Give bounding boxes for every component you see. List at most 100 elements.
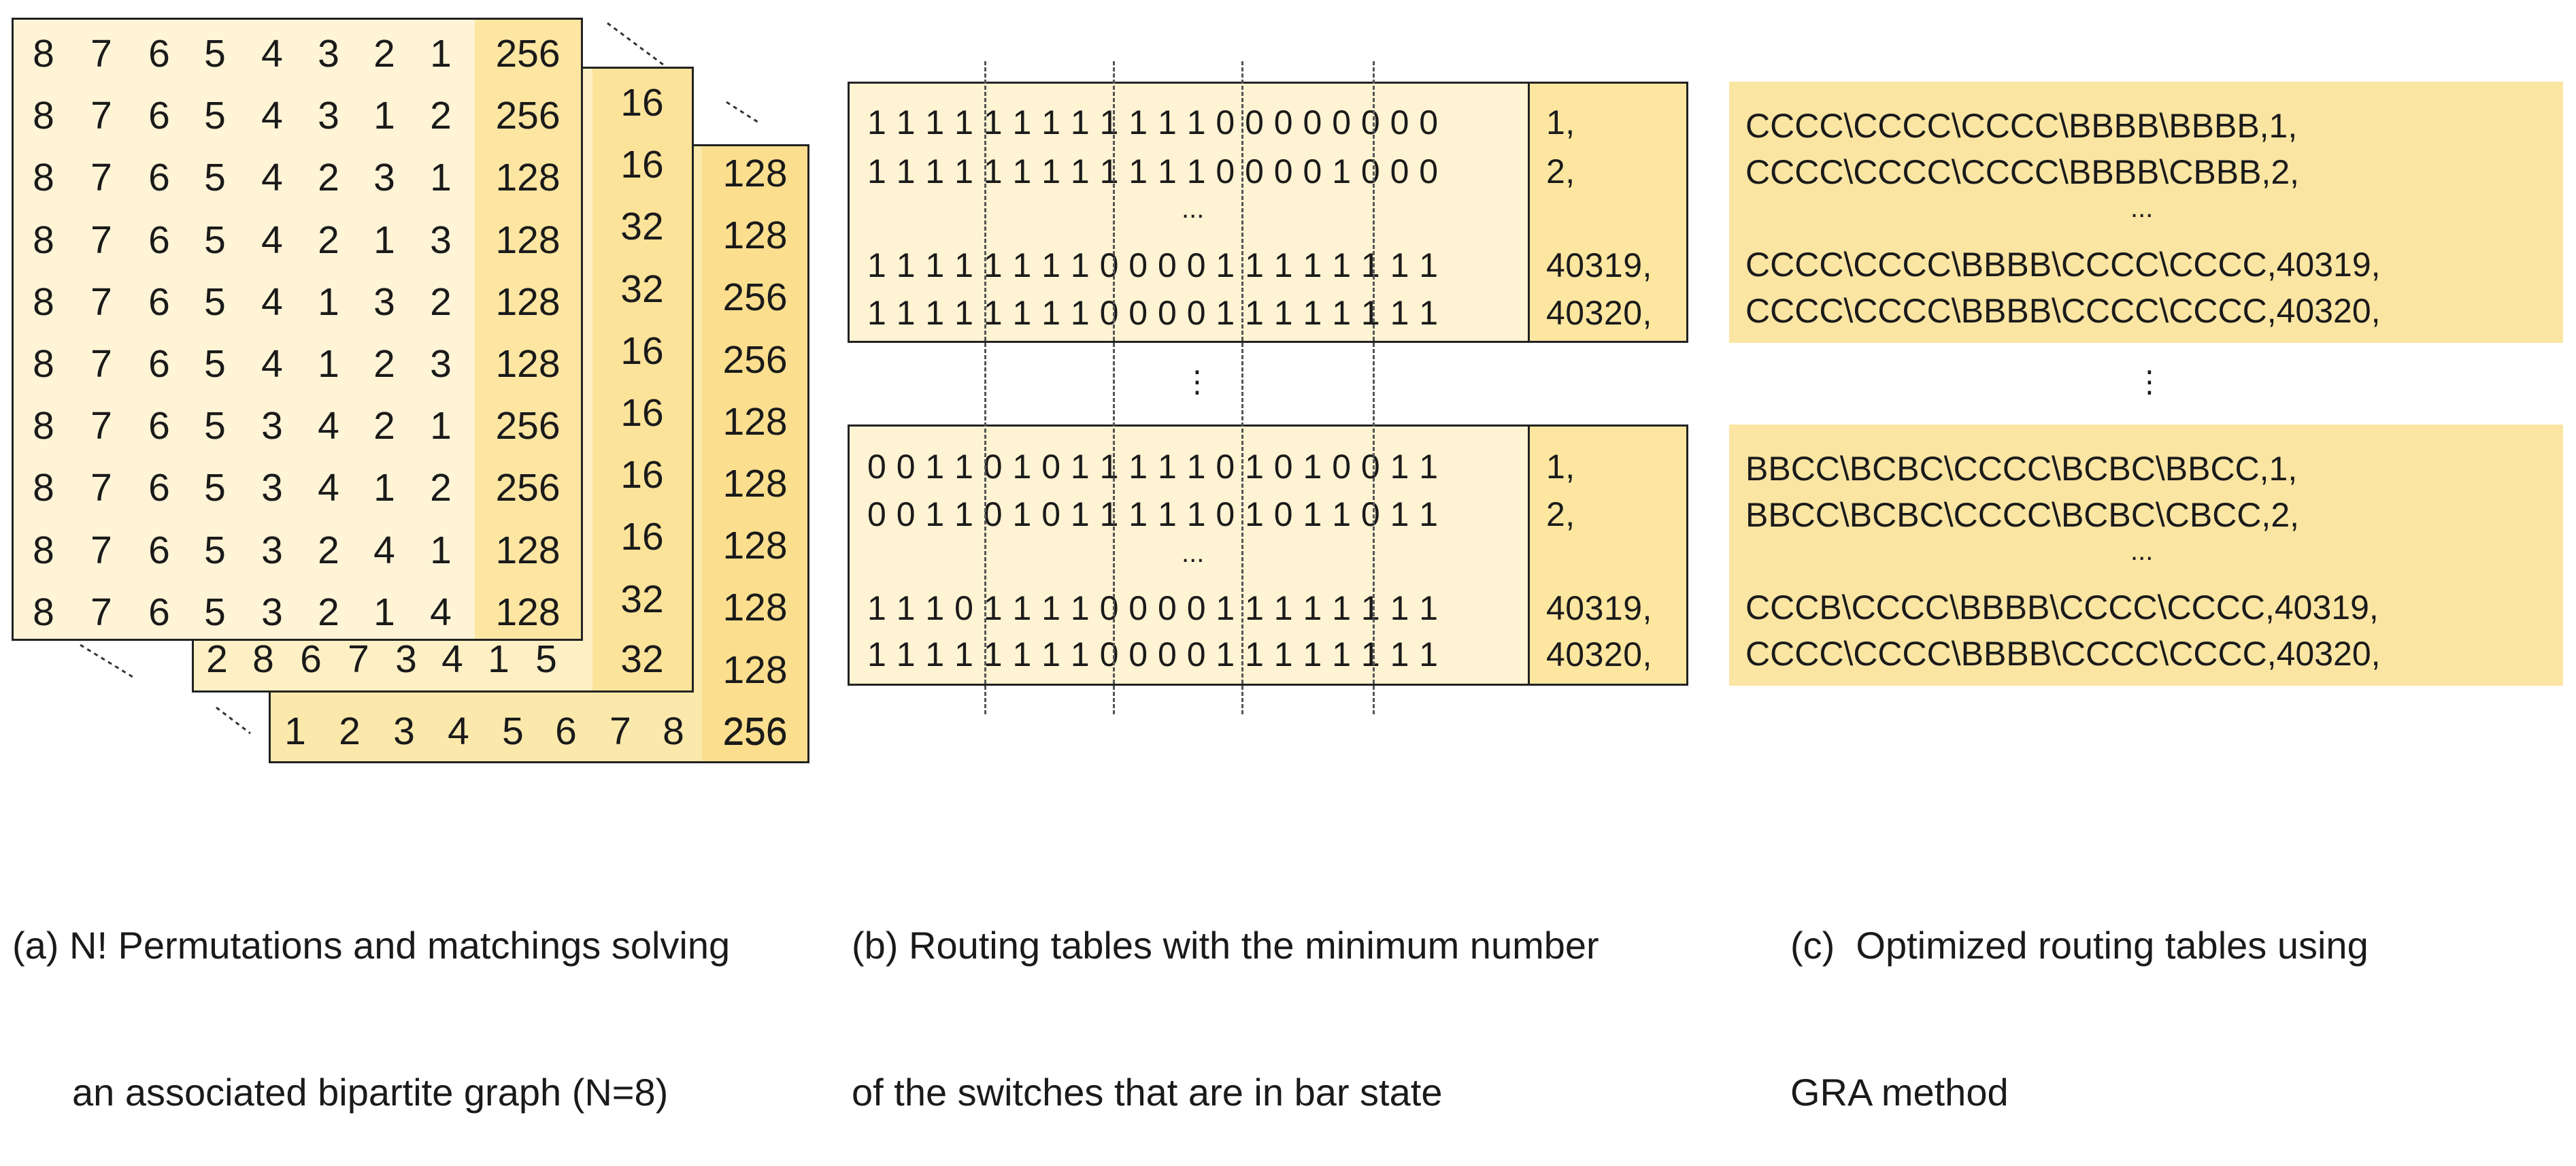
permutation-digit: 8 <box>33 94 54 138</box>
permutation-digit: 3 <box>373 156 395 200</box>
caption-b-line2: of the switches that are in bar state <box>852 1071 1443 1114</box>
matching-value: 128 <box>722 214 788 258</box>
group-separator <box>984 61 986 714</box>
group-separator <box>1241 61 1243 714</box>
matching-value: 128 <box>495 280 561 324</box>
permutation-digit: 4 <box>261 342 283 386</box>
permutation-digit: 6 <box>148 342 170 386</box>
permutation-digit: 6 <box>148 218 170 262</box>
matching-value: 128 <box>495 218 561 262</box>
permutation-digit: 2 <box>318 156 339 200</box>
value-column-highlight <box>702 146 807 761</box>
permutation-digit: 1 <box>318 342 339 386</box>
permutation-digit: 7 <box>90 32 112 76</box>
permutation-digit: 5 <box>502 710 524 753</box>
permutation-digit: 8 <box>663 710 684 753</box>
ellipsis: ... <box>1182 538 1205 568</box>
permutation-digit: 6 <box>148 156 170 200</box>
matching-value: 256 <box>495 94 561 138</box>
gra-row: CCCC\CCCC\CCCC\BBBB\BBBB,1, <box>1745 107 2298 145</box>
index-cell: 2, <box>1546 495 1575 533</box>
permutation-digit: 5 <box>204 280 226 324</box>
matching-value: 16 <box>620 515 664 559</box>
matching-value: 128 <box>722 462 788 505</box>
permutation-digit: 1 <box>318 280 339 324</box>
permutation-digit: 8 <box>33 528 54 572</box>
matching-value: 256 <box>495 32 561 76</box>
permutation-digit: 6 <box>148 466 170 510</box>
value-column-highlight <box>592 69 692 690</box>
permutation-digit: 4 <box>261 32 283 76</box>
ellipsis: ... <box>2130 193 2154 223</box>
caption-b-line1: (b) Routing tables with the minimum numb… <box>852 924 1599 967</box>
matching-value: 32 <box>620 205 664 249</box>
permutation-digit: 7 <box>90 590 112 634</box>
routing-index-column: 1, 2, 40319, 40320, <box>1528 84 1686 341</box>
permutation-digit: 3 <box>318 94 339 138</box>
ellipsis: ... <box>1182 194 1205 224</box>
matching-value: 128 <box>495 342 561 386</box>
permutation-digit: 4 <box>261 280 283 324</box>
index-cell: 40319, <box>1546 589 1652 627</box>
permutation-digit: 5 <box>204 218 226 262</box>
caption-c: (c) Optimized routing tables using GRA m… <box>1790 823 2369 1166</box>
permutation-digit: 6 <box>148 280 170 324</box>
permutation-digit: 7 <box>90 156 112 200</box>
bit-row: 1 1 1 1 1 1 1 1 0 0 0 0 1 1 1 1 1 1 1 1 <box>867 246 1439 284</box>
routing-table-top: 1, 2, 40319, 40320, 1 1 1 1 1 1 1 1 1 1 … <box>848 82 1688 343</box>
matching-value: 256 <box>495 404 561 448</box>
permutation-digit: 1 <box>430 528 452 572</box>
matching-value: 16 <box>620 391 664 435</box>
permutation-digit: 2 <box>430 466 452 510</box>
permutation-digit: 1 <box>284 710 306 753</box>
matching-value: 128 <box>495 590 561 634</box>
permutation-digit: 3 <box>393 710 415 753</box>
permutation-digit: 3 <box>430 218 452 262</box>
permutation-digit: 8 <box>33 218 54 262</box>
permutation-digit: 5 <box>204 94 226 138</box>
vertical-ellipsis-b: ⋮ <box>1182 365 1212 399</box>
gra-row: BBCC\BCBC\CCCC\BCBC\BBCC,1, <box>1745 450 2298 488</box>
permutation-digit: 4 <box>430 590 452 634</box>
permutation-digit: 1 <box>430 156 452 200</box>
caption-b: (b) Routing tables with the minimum numb… <box>852 823 1599 1166</box>
matching-value: 256 <box>722 710 788 754</box>
permutation-digit: 1 <box>373 218 395 262</box>
bit-row: 1 1 1 0 1 1 1 1 0 0 0 0 1 1 1 1 1 1 1 1 <box>867 589 1439 627</box>
index-cell: 40320, <box>1546 635 1652 673</box>
gra-table-top: CCCC\CCCC\CCCC\BBBB\BBBB,1, CCCC\CCCC\CC… <box>1729 82 2563 343</box>
gra-row: CCCC\CCCC\CCCC\BBBB\CBBB,2, <box>1745 153 2300 191</box>
gra-row: CCCB\CCCC\BBBB\CCCC\CCCC,40319, <box>1745 588 2379 627</box>
permutation-digit: 3 <box>261 528 283 572</box>
index-cell: 1, <box>1546 103 1575 141</box>
permutation-digit: 3 <box>318 32 339 76</box>
caption-a-line2: an associated bipartite graph (N=8) <box>72 1071 669 1114</box>
permutation-digit: 2 <box>373 342 395 386</box>
permutation-digit: 8 <box>33 156 54 200</box>
permutation-digit: 1 <box>488 637 509 681</box>
matching-value: 128 <box>722 648 788 692</box>
matching-value: 16 <box>620 329 664 373</box>
permutation-digit: 2 <box>373 32 395 76</box>
index-cell: 1, <box>1546 448 1575 486</box>
permutation-digit: 4 <box>261 94 283 138</box>
permutation-digit: 8 <box>33 342 54 386</box>
permutation-digit: 7 <box>90 528 112 572</box>
index-cell: 40320, <box>1546 294 1652 332</box>
routing-index-column: 1, 2, 40319, 40320, <box>1528 427 1686 684</box>
permutation-digit: 2 <box>318 218 339 262</box>
sheet-connector-lines <box>80 22 759 735</box>
matching-value: 256 <box>722 276 788 320</box>
permutation-digit: 2 <box>318 528 339 572</box>
permutation-digit: 8 <box>33 280 54 324</box>
permutation-digit: 5 <box>535 637 557 681</box>
permutation-digit: 6 <box>148 528 170 572</box>
permutation-digit: 6 <box>148 590 170 634</box>
permutation-digit: 7 <box>90 280 112 324</box>
permutation-digit: 5 <box>204 404 226 448</box>
permutation-digit: 3 <box>261 466 283 510</box>
index-cell: 2, <box>1546 152 1575 190</box>
permutation-digit: 1 <box>373 590 395 634</box>
permutation-digit: 3 <box>395 637 417 681</box>
